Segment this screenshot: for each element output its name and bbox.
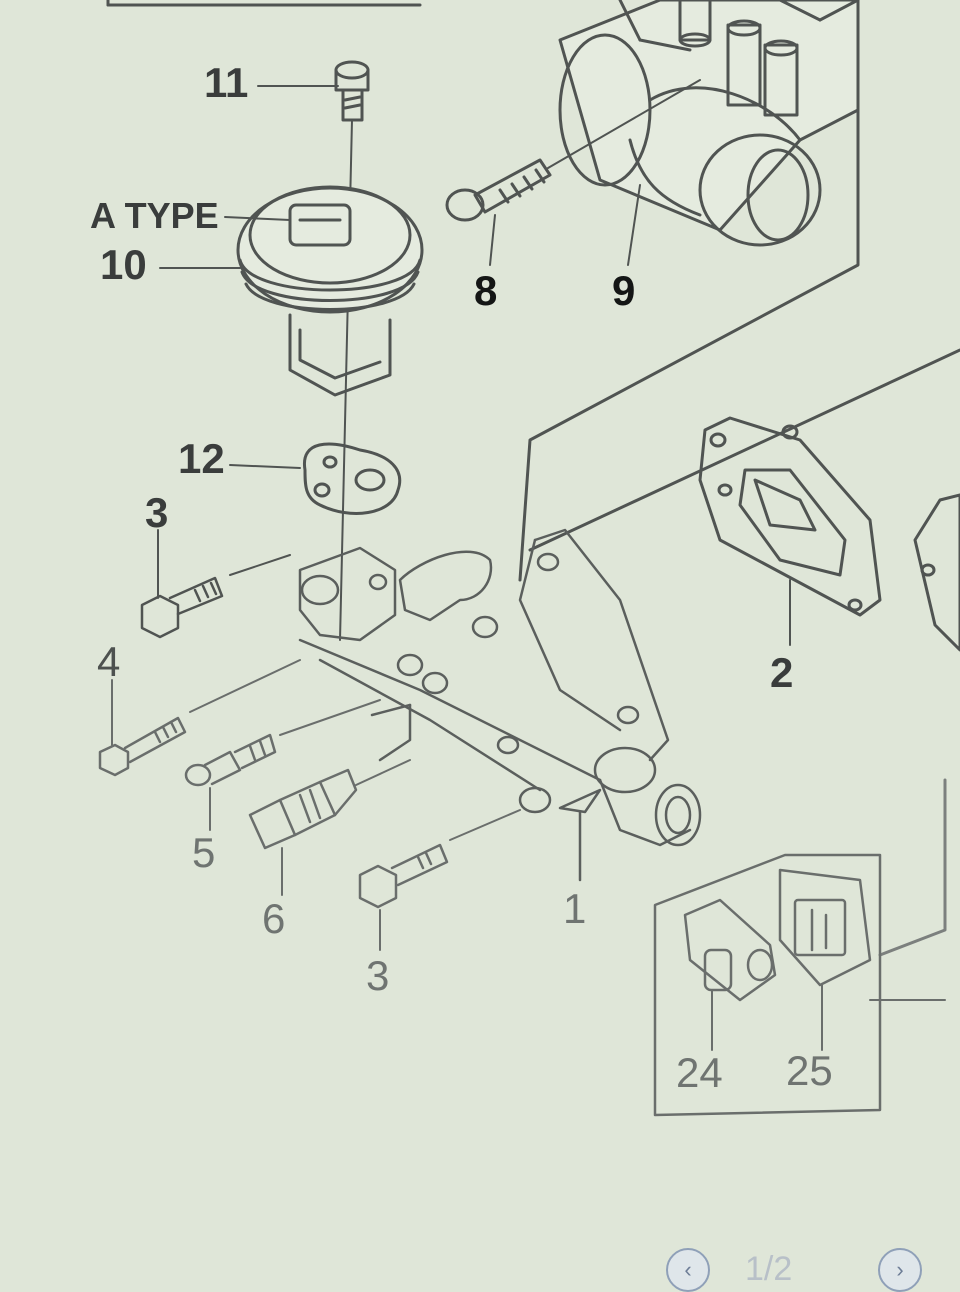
callout-2: 2 [770,649,794,696]
part-12-gasket [229,442,402,515]
connector-inset-box [653,853,946,1117]
callout-24: 24 [676,1049,723,1096]
part-6-sensor [248,759,411,896]
previous-page-button[interactable]: ‹ [666,1248,710,1292]
callout-5: 5 [192,829,216,876]
part-1-bracket [298,528,702,882]
callout-25: 25 [786,1047,833,1094]
callout-a-type: A TYPE [90,195,219,236]
chevron-left-icon: ‹ [684,1257,692,1282]
part-9-solenoid [558,0,860,247]
chevron-right-icon: › [896,1257,904,1282]
part-3-bolt-upper [140,529,291,639]
callout-3-upper: 3 [145,489,169,536]
callout-3-lower: 3 [366,952,390,999]
part-5-fitting [184,699,381,831]
part-8-bolt [445,79,701,266]
callout-10: 10 [100,241,147,288]
callout-11: 11 [204,59,249,106]
part-11-bolt [257,60,370,641]
part-3-bolt-lower [358,809,521,951]
callout-8: 8 [474,267,498,314]
callout-12: 12 [178,435,225,482]
page-indicator: 1/2 [745,1250,793,1288]
callout-9: 9 [612,267,636,314]
frame-lines [106,0,960,957]
callout-6: 6 [262,895,286,942]
part-2-plate [698,416,960,652]
callout-4: 4 [97,638,121,685]
part-4-bolt [98,659,301,777]
part-10-egr-valve [159,185,424,397]
next-page-button[interactable]: › [878,1248,922,1292]
callout-1: 1 [563,885,587,932]
